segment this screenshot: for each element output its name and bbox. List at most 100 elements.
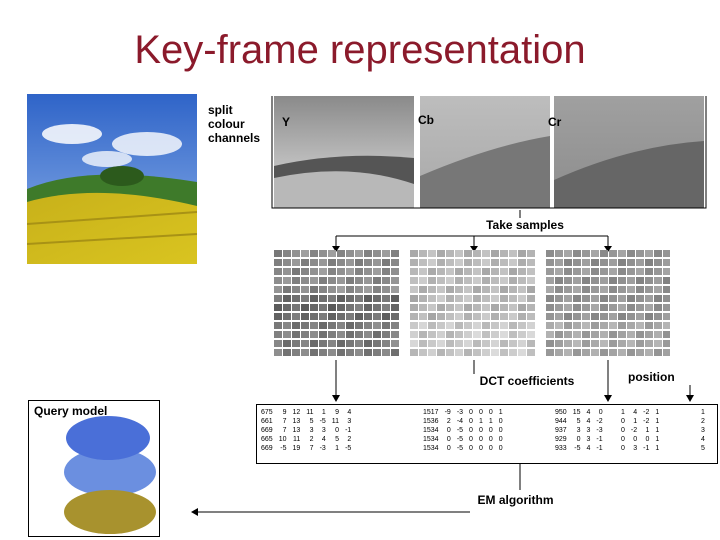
sample-block <box>283 250 291 257</box>
sample-block <box>482 286 490 293</box>
sample-block <box>319 304 327 311</box>
sample-block <box>636 259 644 266</box>
query-model-box <box>28 400 160 537</box>
sample-block <box>591 349 599 356</box>
sample-block <box>437 340 445 347</box>
sample-block <box>346 286 354 293</box>
coef-cell: 0 <box>598 409 603 416</box>
sample-block <box>582 322 590 329</box>
sample-block <box>591 277 599 284</box>
sample-block <box>373 304 381 311</box>
sample-grids <box>274 250 670 356</box>
sample-block <box>645 349 653 356</box>
sample-block <box>627 268 635 275</box>
sample-block <box>509 349 517 356</box>
coef-cell: 5 <box>309 418 314 425</box>
sample-block <box>410 340 418 347</box>
sample-block <box>319 250 327 257</box>
mixture-component-top <box>66 416 150 460</box>
sample-block <box>301 331 309 338</box>
sample-block <box>482 349 490 356</box>
sample-block <box>391 286 399 293</box>
sample-block <box>573 304 581 311</box>
sample-block <box>491 286 499 293</box>
sample-block <box>654 259 662 266</box>
sample-block <box>391 250 399 257</box>
sample-block <box>573 331 581 338</box>
coef-cell: 4 <box>586 445 591 452</box>
sample-block <box>364 268 372 275</box>
sample-block <box>582 277 590 284</box>
sample-block <box>600 331 608 338</box>
sample-block <box>509 268 517 275</box>
sample-block <box>292 268 300 275</box>
sample-block <box>564 322 572 329</box>
sample-block <box>518 313 526 320</box>
sample-block <box>437 322 445 329</box>
sample-block <box>328 295 336 302</box>
sample-block <box>419 250 427 257</box>
coef-cell: 4 <box>701 436 705 443</box>
sample-block <box>437 331 445 338</box>
sample-block <box>546 268 554 275</box>
coef-cell: -2 <box>596 418 603 425</box>
coef-cell: 3 <box>633 445 638 452</box>
sample-block <box>600 349 608 356</box>
sample-block <box>555 322 563 329</box>
sample-block <box>301 340 309 347</box>
sample-block <box>582 349 590 356</box>
sample-block <box>446 268 454 275</box>
sample-block <box>382 295 390 302</box>
sample-block <box>482 268 490 275</box>
sample-block <box>509 259 517 266</box>
sample-block <box>636 331 644 338</box>
sample-block <box>663 331 670 338</box>
sample-block <box>283 295 291 302</box>
channel-y-label: Y <box>282 115 291 129</box>
sample-block <box>283 286 291 293</box>
sample-block <box>573 295 581 302</box>
sample-block <box>555 259 563 266</box>
coef-cell: 11 <box>331 418 340 425</box>
sample-block <box>546 304 554 311</box>
sample-block <box>509 286 517 293</box>
sample-block <box>428 295 436 302</box>
sample-block <box>527 322 535 329</box>
sample-block <box>446 304 454 311</box>
sample-block <box>410 313 418 320</box>
sample-block <box>618 286 626 293</box>
sample-block <box>473 340 481 347</box>
sample-block <box>346 313 354 320</box>
sample-block <box>283 313 291 320</box>
coef-cell: 3 <box>586 436 591 443</box>
sample-block <box>600 295 608 302</box>
sample-block <box>364 349 372 356</box>
sample-block <box>591 322 599 329</box>
sample-block <box>455 250 463 257</box>
coef-cell: 0 <box>478 436 483 443</box>
sample-block <box>328 349 336 356</box>
sample-block <box>419 259 427 266</box>
sample-block <box>546 277 554 284</box>
sample-block <box>645 340 653 347</box>
sample-block <box>382 331 390 338</box>
sample-block <box>500 250 508 257</box>
coef-row: 4 <box>698 435 708 444</box>
sample-block <box>564 250 572 257</box>
sample-block <box>346 349 354 356</box>
sample-block <box>283 331 291 338</box>
sample-block <box>355 322 363 329</box>
sample-block <box>636 304 644 311</box>
sample-block <box>346 331 354 338</box>
mixture-component-middle <box>64 448 156 496</box>
sample-block <box>346 340 354 347</box>
sample-block <box>600 277 608 284</box>
coef-row: 1 <box>698 408 708 417</box>
sample-block <box>654 295 662 302</box>
sample-block <box>636 286 644 293</box>
